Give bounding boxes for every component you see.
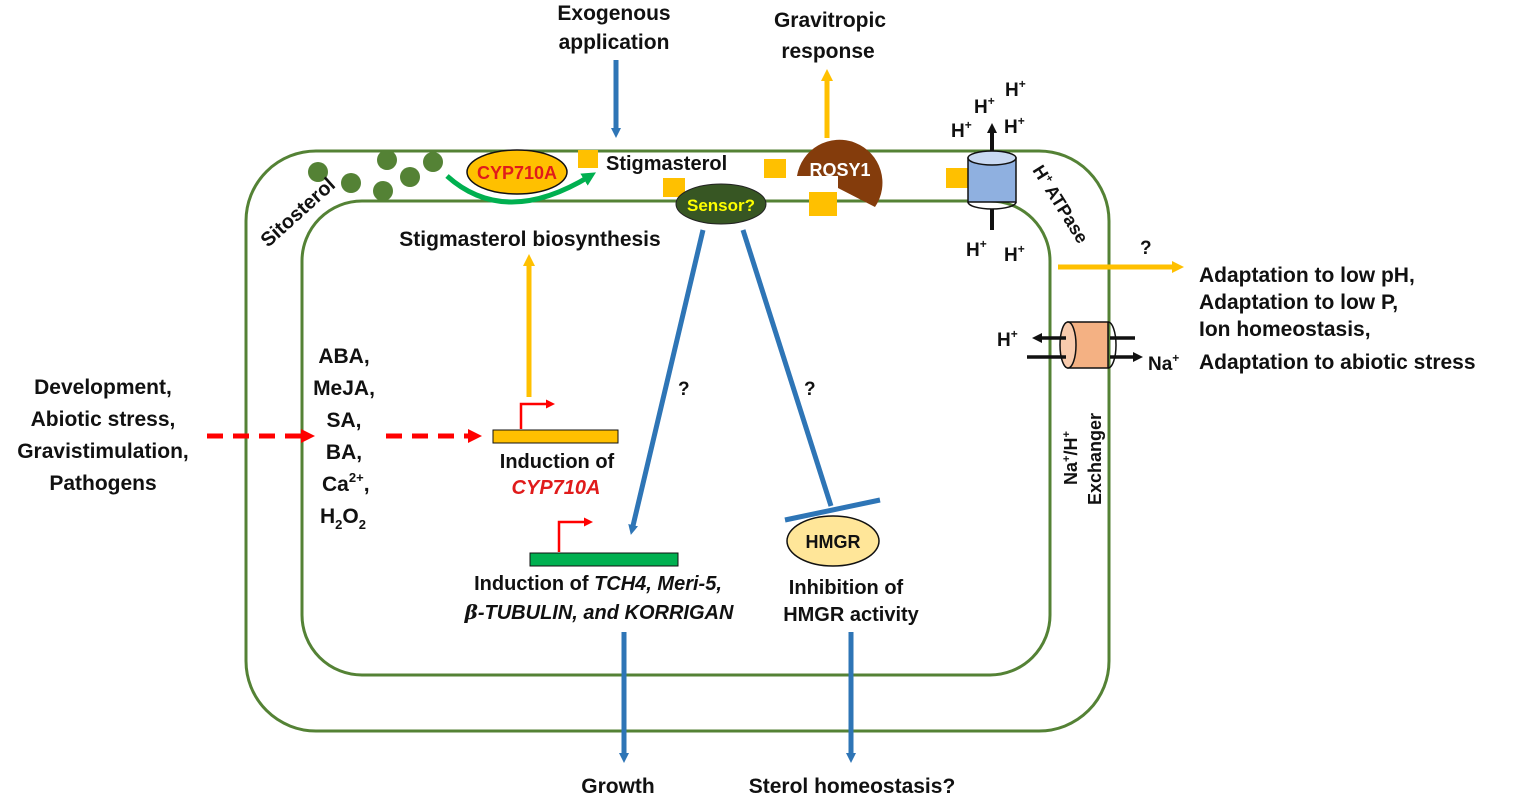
hormone-calcium: Ca2+, bbox=[322, 470, 370, 496]
outcome-ion-homeostasis: Ion homeostasis, bbox=[1199, 318, 1371, 341]
exogenous-label-line2: application bbox=[559, 31, 670, 54]
sitosterol-dot bbox=[308, 162, 328, 182]
proton-label: H+ bbox=[974, 94, 995, 118]
hormone-h2o2: H2O2 bbox=[320, 505, 366, 532]
gravitropic-label-line2: response bbox=[781, 40, 874, 63]
na-h-exchanger bbox=[1059, 321, 1117, 369]
rosy1-label: ROSY1 bbox=[809, 160, 870, 180]
exchanger-sodium-label: Na+ bbox=[1148, 351, 1179, 375]
hmgr-inhibition-bar bbox=[784, 497, 881, 523]
outcome-low-ph: Adaptation to low pH, bbox=[1199, 264, 1415, 287]
exchanger-proton-label: H+ bbox=[997, 327, 1018, 351]
stigmasterol-near-atpase bbox=[946, 168, 970, 188]
cyp710a-induction-line2: CYP710A bbox=[512, 477, 601, 499]
hormone-meja: MeJA, bbox=[313, 377, 375, 400]
exogenous-label-line1: Exogenous bbox=[557, 2, 670, 25]
proton-label: H+ bbox=[1004, 114, 1025, 138]
cyp710a-label: CYP710A bbox=[477, 163, 557, 183]
sensor-to-hmgr-inhibition bbox=[740, 229, 834, 507]
conversion-arrow bbox=[445, 172, 596, 205]
stimulus-gravistimulation: Gravistimulation, bbox=[17, 440, 189, 463]
sitosterol-dot bbox=[423, 152, 443, 172]
proton-label: H+ bbox=[966, 237, 987, 261]
sitosterol-dot bbox=[377, 150, 397, 170]
sensor-protein bbox=[675, 183, 767, 225]
sitosterol-molecules bbox=[308, 150, 443, 201]
stigmasterol-molecule bbox=[663, 178, 685, 197]
stimuli-list: Development, Abiotic stress, Gravistimul… bbox=[17, 376, 189, 495]
growth-genes-line1: Induction of TCH4, Meri-5, bbox=[474, 573, 722, 595]
stigmasterol-molecule bbox=[764, 159, 786, 178]
sitosterol-dot bbox=[341, 173, 361, 193]
proton-labels-inside: H+ H+ bbox=[966, 237, 1025, 266]
hmgr-inhibition-line2: HMGR activity bbox=[783, 604, 919, 626]
outer-cell-membrane bbox=[244, 149, 1111, 733]
stimulus-abiotic-stress: Abiotic stress, bbox=[31, 408, 176, 431]
growth-label: Growth bbox=[581, 775, 655, 797]
stimulus-development: Development, bbox=[34, 376, 172, 399]
exchanger-label-line1: Na+/H+ bbox=[1061, 431, 1081, 485]
hmgr-label: HMGR bbox=[806, 532, 861, 552]
rosy1-protein bbox=[797, 139, 883, 207]
proton-labels-outside: H+ H+ H+ H+ bbox=[951, 77, 1026, 142]
hormone-sa: SA, bbox=[326, 409, 361, 432]
sensor-hmgr-question: ? bbox=[804, 379, 816, 400]
growth-genes-line2: β-TUBULIN, and KORRIGAN bbox=[464, 600, 734, 624]
proton-label: H+ bbox=[1005, 77, 1026, 101]
h-atpase-pump bbox=[967, 150, 1017, 210]
sitosterol-dot bbox=[400, 167, 420, 187]
proton-label: H+ bbox=[951, 118, 972, 142]
exchanger-label-line2: Exchanger bbox=[1085, 413, 1105, 505]
outcome-low-p: Adaptation to low P, bbox=[1199, 291, 1398, 314]
stigmasterol-label: Stigmasterol bbox=[606, 153, 727, 175]
hormone-ba: BA, bbox=[326, 441, 362, 464]
growth-genes bbox=[529, 552, 679, 567]
stimulus-pathogens: Pathogens bbox=[49, 472, 156, 495]
gravitropic-label-line1: Gravitropic bbox=[774, 9, 886, 32]
sensor-label: Sensor? bbox=[687, 196, 755, 215]
cyp710a-enzyme bbox=[466, 149, 568, 195]
stigmasterol-bound-rosy1 bbox=[809, 192, 837, 216]
h-atpase-label: H+ATPase bbox=[1029, 162, 1093, 247]
hormone-aba: ABA, bbox=[318, 345, 369, 368]
sensor-to-genes-arrow bbox=[628, 229, 706, 535]
hmgr-inhibition-line1: Inhibition of bbox=[789, 577, 904, 599]
adaptation-outcomes: Adaptation to low pH, Adaptation to low … bbox=[1199, 264, 1476, 374]
hormone-list: ABA, MeJA, SA, BA, Ca2+, H2O2 bbox=[313, 345, 375, 532]
sterol-homeostasis-label: Sterol homeostasis? bbox=[749, 775, 956, 797]
cyp710a-gene bbox=[492, 429, 619, 444]
proton-label: H+ bbox=[1004, 242, 1025, 266]
sitosterol-dot bbox=[373, 181, 393, 201]
sensor-genes-question: ? bbox=[678, 379, 690, 400]
adaptation-question: ? bbox=[1140, 238, 1152, 259]
outcome-abiotic-stress: Adaptation to abiotic stress bbox=[1199, 351, 1476, 374]
stigmasterol-molecule bbox=[578, 150, 598, 168]
cyp710a-induction-line1: Induction of bbox=[500, 451, 615, 473]
growth-genes-promoter-arrow bbox=[557, 517, 593, 552]
biosynthesis-label: Stigmasterol biosynthesis bbox=[399, 228, 660, 251]
cyp710a-promoter-arrow bbox=[519, 399, 555, 429]
hmgr-enzyme bbox=[786, 515, 880, 567]
